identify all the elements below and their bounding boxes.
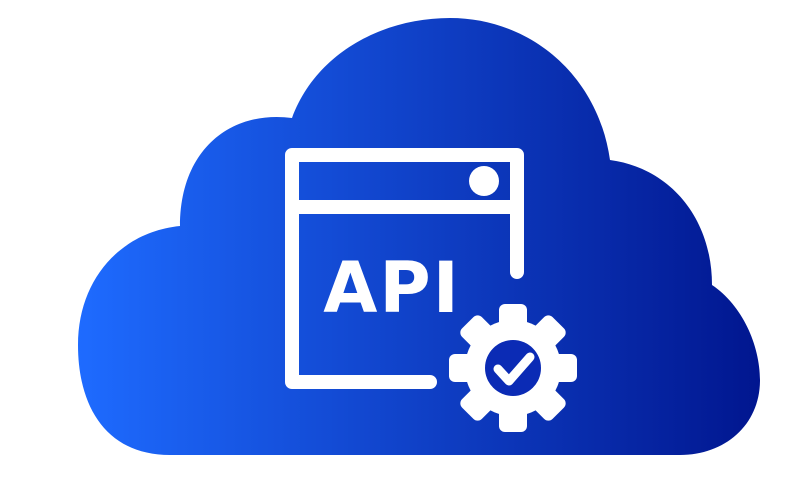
browser-window-icon (285, 148, 524, 389)
check-icon (493, 352, 535, 386)
gear-check-icon (449, 304, 577, 432)
cloud-icon (78, 18, 760, 455)
window-dot-icon (469, 166, 499, 196)
api-label: API (323, 247, 461, 329)
